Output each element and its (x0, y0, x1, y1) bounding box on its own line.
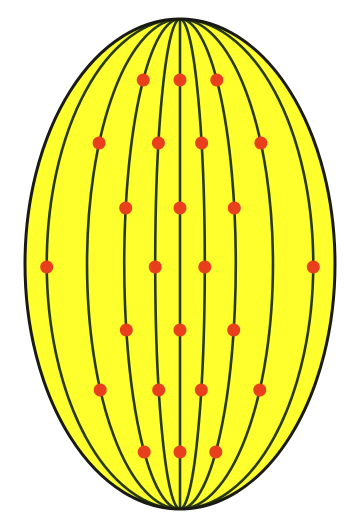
marker-dot (137, 74, 150, 87)
marker-dot (174, 446, 187, 459)
marker-dot (174, 324, 187, 337)
marker-dot (195, 384, 208, 397)
marker-dot (138, 446, 151, 459)
marker-dot (210, 74, 223, 87)
marker-dot (120, 324, 133, 337)
marker-dot (152, 137, 165, 150)
marker-dot (174, 74, 187, 87)
marker-dot (119, 202, 132, 215)
marker-dot (94, 384, 107, 397)
marker-dot (152, 384, 165, 397)
marker-dot (149, 261, 162, 274)
marker-dot (198, 261, 211, 274)
marker-dot (93, 137, 106, 150)
marker-dot (40, 261, 53, 274)
marker-dot (228, 202, 241, 215)
marker-dot (307, 261, 320, 274)
marker-dot (253, 384, 266, 397)
marker-dot (209, 446, 222, 459)
marker-dot (174, 202, 187, 215)
marker-dot (254, 137, 267, 150)
marker-dot (227, 324, 240, 337)
marker-dot (195, 137, 208, 150)
